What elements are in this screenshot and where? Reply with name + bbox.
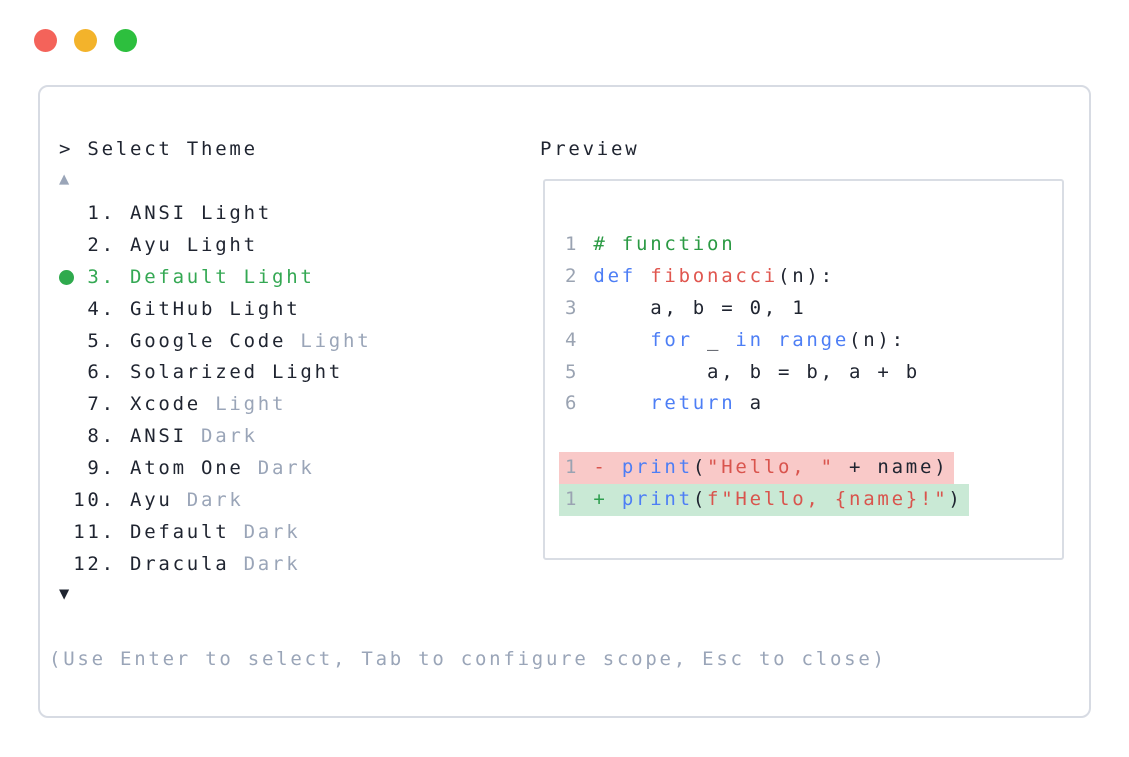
theme-item-number: 11. — [59, 520, 130, 543]
diff-removed-line: 1 - print("Hello, " + name) — [559, 452, 969, 485]
theme-item-number: 10. — [59, 489, 130, 512]
diff-added-line: 1 + print(f"Hello, {name}!") — [559, 484, 969, 517]
theme-item-number: 7. — [59, 393, 130, 416]
code-line: 4 for _ in range(n): — [565, 328, 906, 351]
keyboard-hint: (Use Enter to select, Tab to configure s… — [49, 648, 887, 670]
theme-item-label: Ayu — [130, 489, 173, 512]
theme-item-variant: Dark — [229, 520, 301, 543]
theme-item-label: Google Code — [130, 329, 287, 352]
theme-item-7[interactable]: 7. Xcode Light — [59, 389, 371, 421]
theme-item-label: Atom One — [130, 457, 244, 480]
theme-item-2[interactable]: 2. Ayu Light — [59, 230, 371, 262]
theme-item-number: 12. — [59, 552, 130, 575]
theme-list: 1. ANSI Light 2. Ayu Light 3. Default Li… — [59, 198, 371, 581]
theme-item-label: Default Light — [130, 265, 315, 288]
theme-item-number: 6. — [59, 361, 130, 384]
theme-item-1[interactable]: 1. ANSI Light — [59, 198, 371, 230]
code-line: 5 a, b = b, a + b — [565, 360, 920, 383]
theme-item-variant: Dark — [229, 552, 301, 575]
select-theme-prompt: > Select Theme — [59, 138, 258, 160]
theme-item-number: 2. — [59, 233, 130, 256]
code-line: 3 a, b = 0, 1 — [565, 296, 807, 319]
theme-item-variant: Light — [286, 329, 372, 352]
theme-item-number: 3. — [59, 265, 130, 288]
close-button[interactable] — [34, 29, 57, 52]
theme-item-3[interactable]: 3. Default Light — [59, 262, 371, 294]
preview-box: 1 # function 2 def fibonacci(n): 3 a, b = … — [543, 179, 1064, 560]
theme-item-variant: Dark — [172, 489, 244, 512]
theme-item-6[interactable]: 6. Solarized Light — [59, 357, 371, 389]
code-line: 6 return a — [565, 392, 764, 415]
theme-item-number: 5. — [59, 329, 130, 352]
theme-item-variant: Dark — [243, 457, 315, 480]
theme-item-number: 1. — [59, 202, 130, 224]
window-controls — [34, 29, 137, 52]
theme-item-label: GitHub Light — [130, 297, 301, 320]
diff-added-highlight: 1 + print(f"Hello, {name}!") — [559, 484, 969, 517]
theme-item-number: 4. — [59, 297, 130, 320]
theme-item-8[interactable]: 8. ANSI Dark — [59, 421, 371, 453]
theme-selector-dialog: > Select Theme ▲ 1. ANSI Light 2. Ayu Li… — [38, 85, 1091, 718]
theme-item-12[interactable]: 12. Dracula Dark — [59, 549, 371, 581]
theme-item-5[interactable]: 5. Google Code Light — [59, 326, 371, 358]
theme-item-variant: Dark — [186, 425, 258, 448]
theme-item-label: Xcode — [130, 393, 201, 416]
theme-item-number: 8. — [59, 425, 130, 448]
theme-item-number: 9. — [59, 457, 130, 480]
preview-label: Preview — [540, 138, 640, 160]
theme-item-label: Dracula — [130, 552, 230, 575]
zoom-button[interactable] — [114, 29, 137, 52]
theme-item-label: Default — [130, 520, 230, 543]
diff-removed-highlight: 1 - print("Hello, " + name) — [559, 452, 955, 485]
theme-item-label: Solarized Light — [130, 361, 343, 384]
theme-item-label: Ayu Light — [130, 233, 258, 256]
theme-item-11[interactable]: 11. Default Dark — [59, 517, 371, 549]
theme-item-10[interactable]: 10. Ayu Dark — [59, 485, 371, 517]
theme-item-9[interactable]: 9. Atom One Dark — [59, 453, 371, 485]
theme-item-4[interactable]: 4. GitHub Light — [59, 294, 371, 326]
code-block: 1 # function 2 def fibonacci(n): 3 a, b = … — [559, 229, 969, 517]
scroll-down-indicator[interactable]: ▼ — [59, 584, 70, 604]
code-line: 2 def fibonacci(n): — [565, 264, 835, 287]
code-blank-line — [565, 420, 969, 452]
scroll-up-indicator[interactable]: ▲ — [59, 169, 70, 189]
selected-item-bullet-icon — [59, 270, 74, 286]
minimize-button[interactable] — [74, 29, 97, 52]
code-line: 1 # function — [565, 233, 736, 255]
theme-item-label: ANSI — [130, 425, 187, 448]
theme-item-variant: Light — [201, 393, 287, 416]
theme-item-label: ANSI Light — [130, 202, 272, 224]
